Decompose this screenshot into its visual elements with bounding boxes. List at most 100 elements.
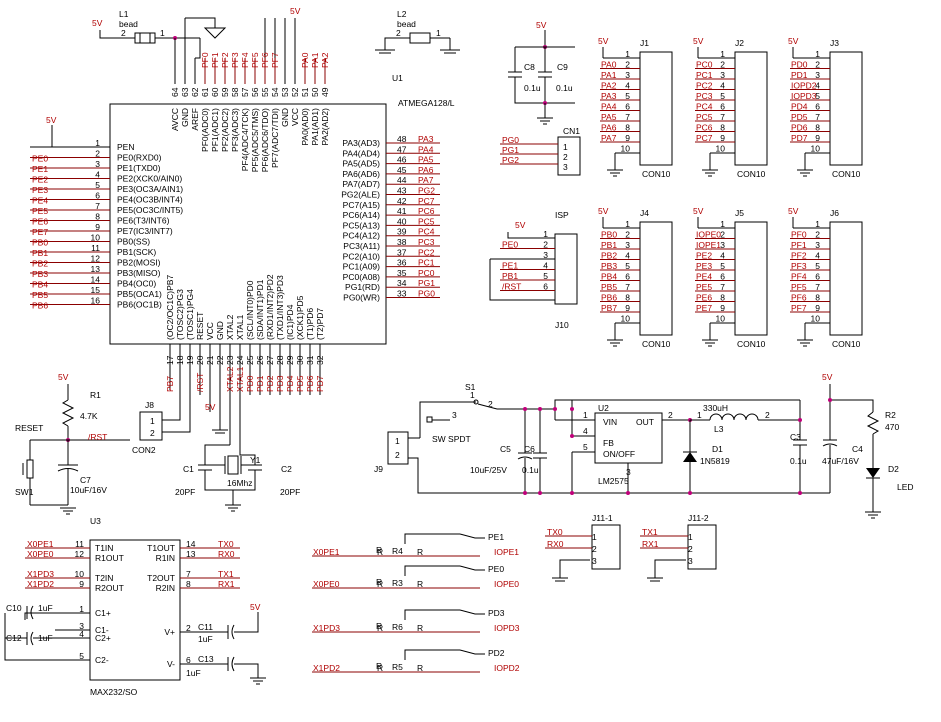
u1-top-pin-num: 59 xyxy=(220,87,230,97)
header-pin-num: 1 xyxy=(815,219,820,229)
u1-left-pin-num: 14 xyxy=(91,275,101,285)
header-net-label: PB1 xyxy=(601,240,617,250)
u1-left-net-label: PE6 xyxy=(32,217,48,227)
c10-value: 1uF xyxy=(38,603,53,613)
j11-2-net-label: RX1 xyxy=(642,539,659,549)
r1-ref: R1 xyxy=(90,390,101,400)
header-pin-num: 9 xyxy=(815,133,820,143)
u2-part-name: LM2575 xyxy=(598,476,629,486)
u1-right-net-label: PC3 xyxy=(418,237,435,247)
header-pin-num: 7 xyxy=(625,282,630,292)
u1-left-pin-num: 9 xyxy=(95,222,100,232)
header-pin-num: 5 xyxy=(720,91,725,101)
vcc-label-c8: 5V xyxy=(536,20,547,30)
vcc-label-isp: 5V xyxy=(515,220,526,230)
header-pin-num: 8 xyxy=(625,123,630,133)
u1-right-pin-name: PC2(A10) xyxy=(343,251,380,261)
u1-bottom-net-label: XTAL2 xyxy=(225,366,235,392)
u1-top-pin-num: 63 xyxy=(180,87,190,97)
u1-right-pin-name: PA4(AD4) xyxy=(342,148,380,158)
u1-bottom-net-label: /RST xyxy=(195,373,205,392)
vcc-label-out: 5V xyxy=(822,372,833,382)
max232-pin-num: 4 xyxy=(79,629,84,639)
u1-right-pin-name: PC6(A14) xyxy=(343,210,380,220)
svg-text:2: 2 xyxy=(395,450,400,460)
max232-pin-name: V- xyxy=(167,659,175,669)
svg-text:2: 2 xyxy=(668,410,673,420)
svg-text:2: 2 xyxy=(765,410,770,420)
max232-pin-num: 12 xyxy=(75,549,85,559)
u2-ref: U2 xyxy=(598,403,609,413)
c1-value: 20PF xyxy=(175,487,195,497)
header-pin-num: 2 xyxy=(720,230,725,240)
u1-top-pin-name: PA1(AD1) xyxy=(310,108,320,146)
header-pin-num: 5 xyxy=(815,91,820,101)
max232-pin-name: V+ xyxy=(164,627,175,637)
u1-bottom-pin-num: 32 xyxy=(315,355,325,365)
u1-right-pin-num: 34 xyxy=(397,278,407,288)
u1-left-pin-num: 10 xyxy=(91,233,101,243)
u1-bottom-pin-num: 19 xyxy=(185,355,195,365)
u1-right-net-label: PG0 xyxy=(418,289,435,299)
header-ref: J1 xyxy=(640,38,649,48)
u2-fb: FB xyxy=(603,438,614,448)
u1-top-net-label: PF7 xyxy=(270,52,280,68)
header-pin-num: 4 xyxy=(720,251,725,261)
u2-vin: VIN xyxy=(603,417,617,427)
u1-right-pin-num: 35 xyxy=(397,268,407,278)
max232-pin-num: 11 xyxy=(75,539,84,549)
header-pin-num: 10 xyxy=(811,144,821,154)
vcc-label-u1: 5V xyxy=(205,402,216,412)
jumper-tap xyxy=(404,609,460,620)
header-pin-num: 6 xyxy=(625,102,630,112)
header-pin-num: 1 xyxy=(625,49,630,59)
header-pin-num: 9 xyxy=(720,303,725,313)
u1-bottom-pin-num: 29 xyxy=(285,355,295,365)
u1-left-net-label: PE0 xyxy=(32,154,48,164)
y1-ref: Y1 xyxy=(250,455,261,465)
max232-pin-name: C2+ xyxy=(95,633,111,643)
header-pin-num: 10 xyxy=(716,144,726,154)
header-pin-num: 6 xyxy=(720,272,725,282)
u1-left-pin-num: 6 xyxy=(95,191,100,201)
svg-text:1: 1 xyxy=(688,532,693,542)
header-pin-num: 10 xyxy=(621,144,631,154)
max232-net-label: X0PE1 xyxy=(27,539,54,549)
u1-left-pin-num: 2 xyxy=(95,149,100,159)
jumper-mid-label: PD2 xyxy=(488,648,505,658)
u1-top-pin-name: PF0(ADC0) xyxy=(200,108,210,152)
max232-block: U3 MAX232/SO C10 1uF C12 1uF 5V C11 1uF xyxy=(4,516,266,697)
u1-left-pin-name: PEN xyxy=(117,142,134,152)
power-supply: S1 3 1 2 SW SPDT 12 J9 U2 VIN OUT FB ON/… xyxy=(374,372,914,519)
u1-bottom-pin-name: (SCL/INT0)PD0 xyxy=(245,280,255,340)
header-net-label: PA2 xyxy=(601,81,617,91)
u2-onoff: ON/OFF xyxy=(603,449,635,459)
l1-ref: L1 xyxy=(119,9,129,19)
u1-right-net-label: PC5 xyxy=(418,216,435,226)
u1-left-net-label: PE7 xyxy=(32,227,48,237)
u1-top-pin-num: 60 xyxy=(210,87,220,97)
u1-bottom-pin-num: 18 xyxy=(175,355,185,365)
u1-left-pin-num: 1 xyxy=(95,138,100,148)
u1-left-pin-num: 4 xyxy=(95,170,100,180)
header-pin-num: 6 xyxy=(625,272,630,282)
max232-pin-name: R1IN xyxy=(156,553,175,563)
max232-pin-name: R2OUT xyxy=(95,583,124,593)
u1-right-pin-name: PA5(AD5) xyxy=(342,159,380,169)
u1-bottom-pin-num: 23 xyxy=(225,355,235,365)
header-ref: J6 xyxy=(830,208,839,218)
u1-right-pin-name: PC1(A09) xyxy=(343,262,380,272)
isp-pin-num: 6 xyxy=(543,282,548,292)
l3-value: 330uH xyxy=(703,403,728,413)
header-pin-num: 5 xyxy=(625,261,630,271)
jumper-left-label: X1PD2 xyxy=(313,663,340,673)
svg-text:2: 2 xyxy=(592,544,597,554)
header-pin-num: 4 xyxy=(625,251,630,261)
jumper-left-label: X0PE1 xyxy=(313,547,340,557)
header-body xyxy=(829,221,863,336)
u1-left-pin-num: 3 xyxy=(95,159,100,169)
u1-atmega128-body xyxy=(109,103,387,345)
jumper-mid-label: PE0 xyxy=(488,564,504,574)
l2-ref: L2 xyxy=(397,9,407,19)
u1-right-net-label: PA4 xyxy=(418,144,434,154)
